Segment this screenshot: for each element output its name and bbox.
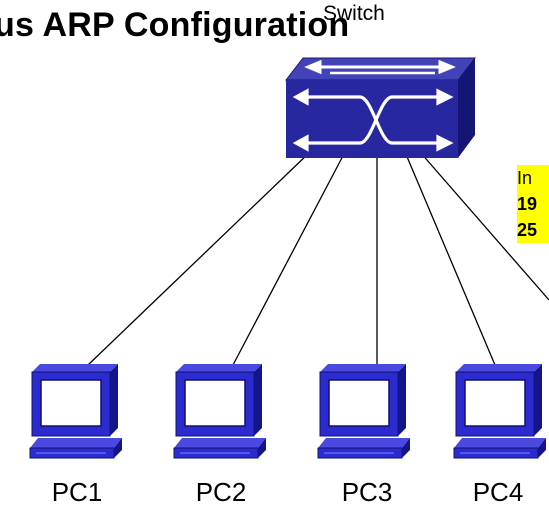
link-pc4 [404, 151, 496, 366]
pc4-icon [453, 364, 546, 459]
pc1-label: PC1 [51, 477, 103, 507]
pc3-label: PC3 [341, 477, 393, 507]
diagram-title: us ARP Configuration [0, 6, 350, 44]
link-pc1 [87, 151, 311, 366]
ip-note-line-1: In [517, 168, 533, 188]
connection-lines [87, 151, 549, 366]
switch-icon [284, 57, 477, 158]
ip-note: In 19 25 [517, 165, 549, 243]
pc2-label: PC2 [195, 477, 247, 507]
pc3-icon [317, 364, 410, 459]
pc2-icon [173, 364, 266, 459]
link-pc2 [232, 151, 346, 366]
ip-note-line-2: 19 [517, 194, 538, 214]
ip-note-line-3: 25 [517, 220, 538, 240]
pc-icons [29, 364, 546, 459]
link-offscreen [419, 151, 549, 301]
pc1-icon [29, 364, 122, 459]
pc4-label: PC4 [472, 477, 524, 507]
switch-label: Switch [323, 2, 385, 25]
